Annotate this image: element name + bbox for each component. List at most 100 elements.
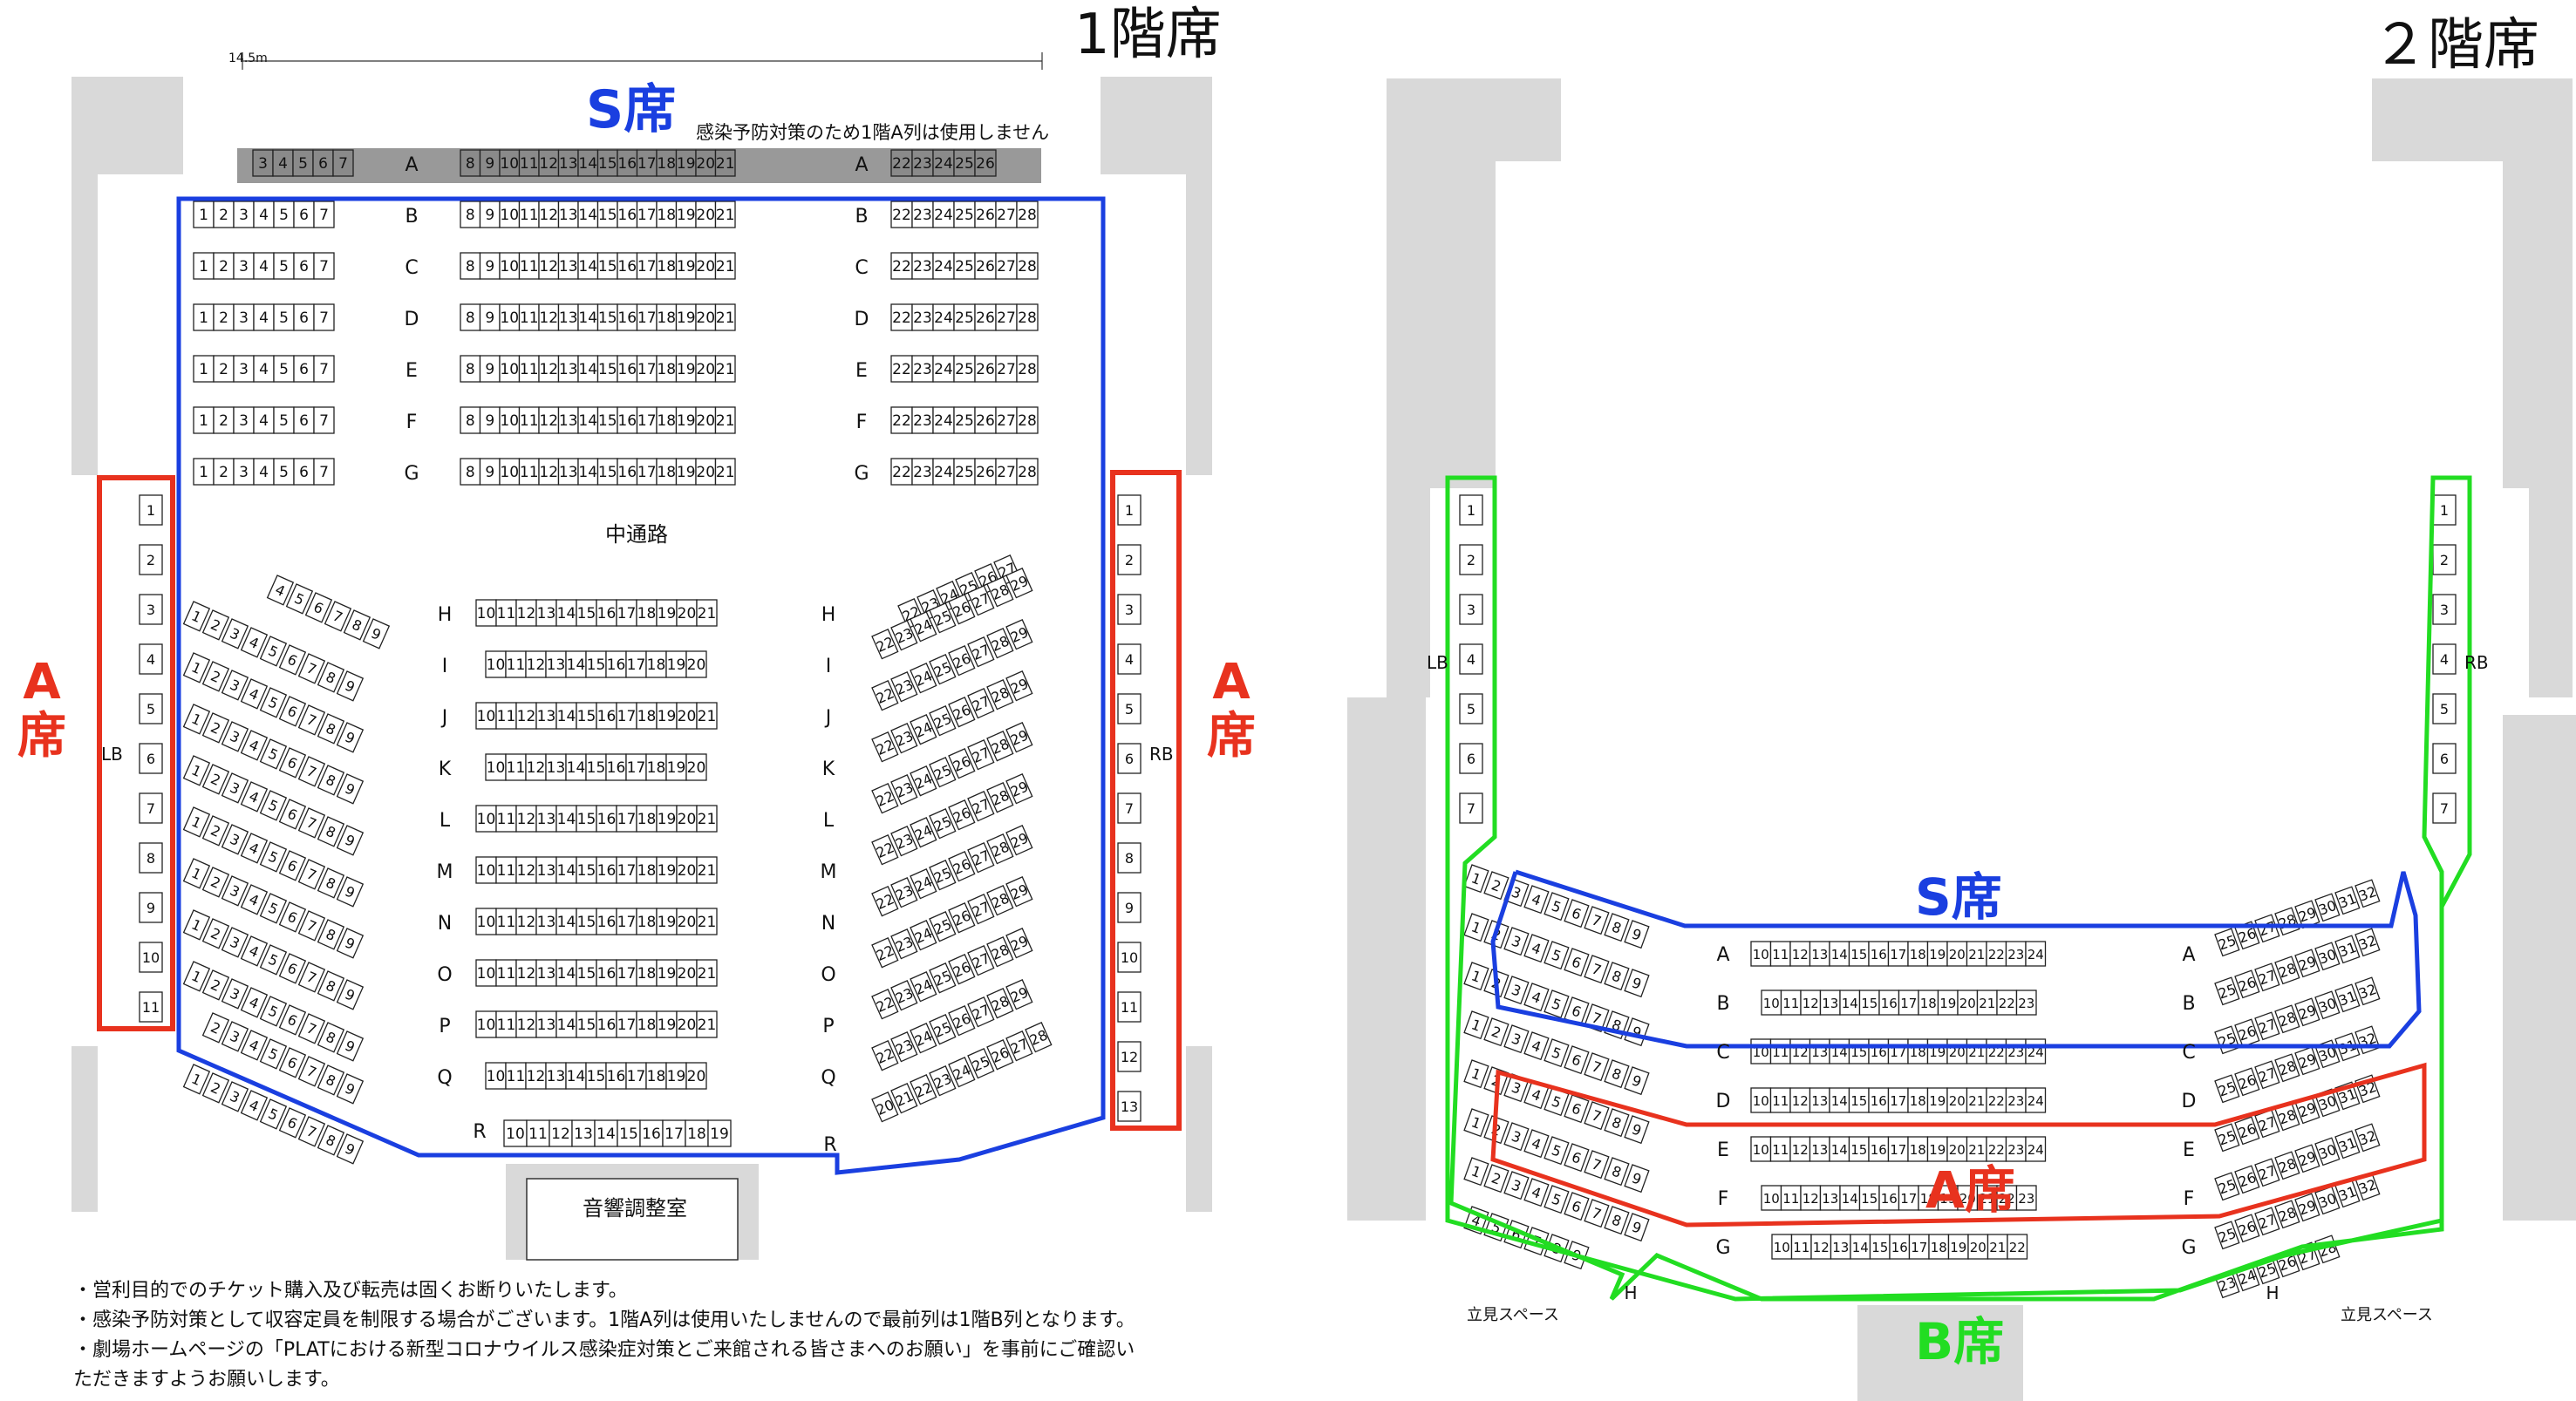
seat-box: [911, 303, 934, 331]
seat: 21: [696, 599, 718, 627]
seat: 27: [2254, 1158, 2280, 1187]
seat-number: 17: [617, 1017, 637, 1034]
seat: 5: [1544, 1185, 1570, 1214]
seat: 19: [675, 303, 697, 331]
seat-number: 15: [1861, 996, 1877, 1011]
seat-number: 24: [934, 412, 953, 430]
seat: 23: [2015, 990, 2037, 1016]
seat-box: [313, 252, 335, 280]
seat-number: 13: [559, 258, 578, 275]
seat-number: 9: [485, 155, 494, 173]
seat-number: 17: [637, 464, 657, 481]
row-label-K: K: [439, 758, 452, 780]
seat-number: 11: [520, 207, 539, 224]
seat: 14: [565, 650, 587, 678]
seat: 10: [503, 1119, 528, 1147]
seat: 27: [2254, 1011, 2280, 1041]
seat-number: 22: [892, 464, 911, 481]
seat: 10: [499, 406, 521, 434]
seat: 4: [1523, 1129, 1550, 1159]
seat: 3: [1503, 976, 1530, 1005]
seat: 18: [656, 355, 678, 383]
seat-number: 16: [607, 759, 626, 777]
seat: 28: [1016, 252, 1039, 280]
seat-number: 19: [1929, 947, 1946, 962]
seat: 6: [293, 252, 315, 280]
note-line-4: ただきますようお願いします。: [73, 1369, 340, 1391]
seat-box: [685, 1062, 707, 1090]
floor2-row-label-H-right: H: [2266, 1282, 2279, 1303]
seat: 13: [535, 908, 557, 935]
seat: 10: [1750, 1038, 1772, 1064]
seat: 20: [695, 201, 717, 228]
seat-box: [696, 959, 718, 987]
seat: 1: [193, 303, 215, 331]
seat-number: 17: [1900, 1191, 1917, 1207]
seat: 10: [499, 355, 521, 383]
seat: 8: [1604, 962, 1630, 991]
seat: 7: [1459, 792, 1483, 824]
seat-number: 12: [539, 155, 558, 173]
seat: 15: [585, 650, 607, 678]
seat: 25: [953, 355, 976, 383]
seat: 4: [253, 303, 275, 331]
seat-number: 15: [598, 361, 617, 378]
seat: 23: [2015, 1185, 2037, 1211]
seat-number: 12: [539, 309, 558, 327]
seat: 11: [495, 856, 517, 884]
seat-number: 21: [716, 258, 735, 275]
seat-number: 11: [507, 759, 526, 777]
seat-number: 8: [466, 361, 475, 378]
seat-number: 14: [567, 759, 586, 777]
seat: 11: [505, 1062, 527, 1090]
seat-number: 4: [259, 207, 269, 224]
seat-number: 19: [677, 155, 696, 173]
seat: 25: [2214, 1025, 2240, 1055]
seat: 20: [1946, 1136, 1968, 1162]
seat: 3: [1459, 594, 1483, 625]
seat: 1: [1459, 494, 1483, 526]
seat-number: 16: [597, 965, 617, 983]
seat: 3: [2432, 594, 2457, 625]
seat-number: 18: [687, 1126, 706, 1143]
seat-box: [995, 252, 1018, 280]
seat-number: 15: [1850, 947, 1867, 962]
seat: 23: [911, 355, 934, 383]
seat: 4: [253, 201, 275, 228]
seat: 18: [1907, 1038, 1929, 1064]
seat: 10: [499, 303, 521, 331]
row-label-G: G: [404, 463, 419, 485]
seat-number: 10: [477, 1017, 496, 1034]
seat-number: 9: [147, 900, 155, 916]
seat: 22: [1986, 941, 2007, 967]
seat: 16: [1868, 1087, 1890, 1113]
seat-box: [995, 458, 1018, 486]
seat-number: 22: [892, 361, 911, 378]
seat: 11: [1769, 1136, 1791, 1162]
seat-number: 27: [997, 207, 1016, 224]
seat-number: 20: [678, 965, 697, 983]
seat-number: 18: [657, 258, 676, 275]
seat: 10: [485, 1062, 507, 1090]
seat: 13: [1809, 1136, 1830, 1162]
seat-number: 10: [500, 309, 519, 327]
seat-number: 11: [528, 1126, 548, 1143]
seat: 13: [1830, 1234, 1851, 1260]
seat: 10: [499, 149, 521, 177]
seat-box: [1016, 303, 1039, 331]
seat-number: 11: [142, 999, 160, 1016]
seat: 22: [890, 303, 913, 331]
seat: 7: [313, 355, 335, 383]
seat-number: 4: [2440, 651, 2449, 668]
seat-number: 10: [500, 361, 519, 378]
seat: 2: [1483, 1164, 1509, 1194]
seat: 19: [675, 355, 697, 383]
seat-number: 3: [239, 464, 249, 481]
seat: 7: [313, 406, 335, 434]
seat-box: [890, 201, 913, 228]
seat: 13: [557, 252, 579, 280]
seat: 4: [1523, 885, 1550, 915]
seat-box: [336, 670, 365, 702]
floor2-b-zone-label: B席: [1915, 1312, 2005, 1371]
seat-number: 16: [1881, 1191, 1898, 1207]
